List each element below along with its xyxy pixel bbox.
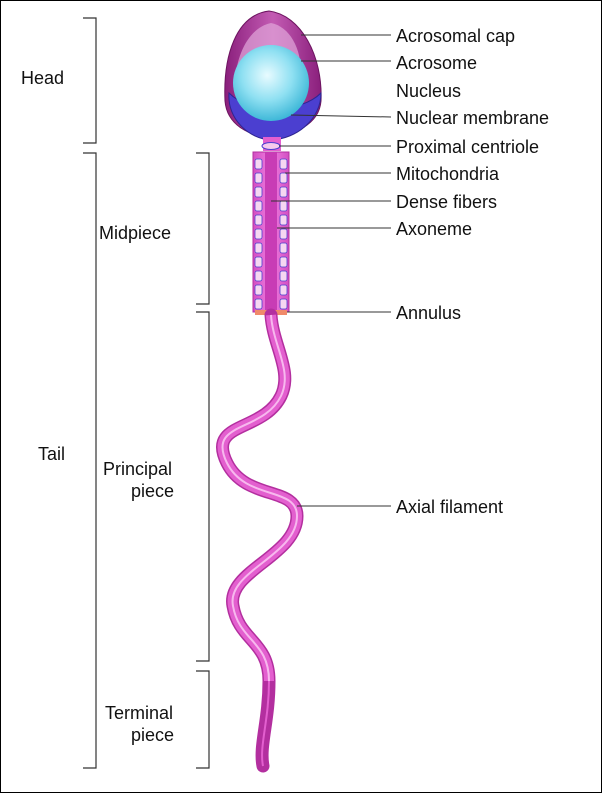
label-annulus: Annulus <box>396 303 461 323</box>
label-head: Head <box>21 68 64 88</box>
brackets <box>83 17 210 769</box>
label-principal-line2: piece <box>131 481 174 501</box>
proximal-centriole-shape <box>261 142 281 150</box>
label-axial-filament: Axial filament <box>396 497 503 517</box>
sperm-tail <box>215 308 304 773</box>
mitochondria-shapes <box>254 158 288 310</box>
label-principal-line1: Principal <box>103 459 172 479</box>
label-acrosome: Acrosome <box>396 53 477 73</box>
label-nuclear-membrane: Nuclear membrane <box>396 108 549 128</box>
label-dense-fibers: Dense fibers <box>396 192 497 212</box>
label-terminal-line1: Terminal <box>105 703 173 723</box>
label-mitochondria: Mitochondria <box>396 164 500 184</box>
leader-lines <box>271 34 392 507</box>
label-axoneme: Axoneme <box>396 219 472 239</box>
sperm-head <box>224 10 322 151</box>
label-midpiece: Midpiece <box>99 223 171 243</box>
label-nucleus: Nucleus <box>396 81 461 101</box>
nucleus-shape <box>233 45 309 121</box>
sperm-midpiece <box>252 151 290 315</box>
label-proximal-centriole: Proximal centriole <box>396 137 539 157</box>
label-tail: Tail <box>38 444 65 464</box>
label-acrosomal-cap: Acrosomal cap <box>396 26 515 46</box>
label-terminal-line2: piece <box>131 725 174 745</box>
